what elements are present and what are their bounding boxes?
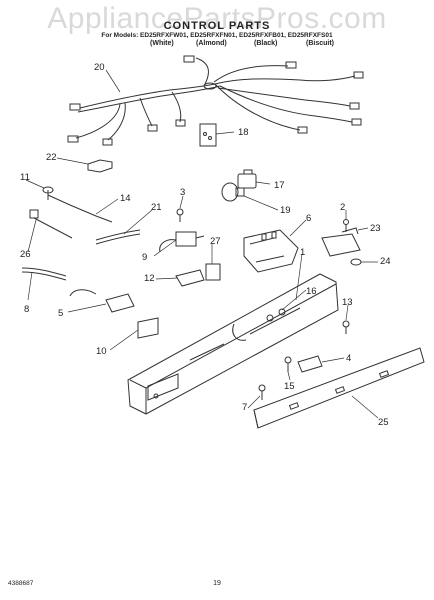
color-biscuit: (Biscuit): [306, 40, 334, 47]
screw-part-15: [284, 356, 292, 372]
control-part-9: [159, 231, 205, 253]
page-title: CONTROL PARTS: [163, 20, 271, 32]
callout-7: 7: [242, 402, 247, 413]
switch-part-24: [321, 233, 362, 266]
color-white: (White): [150, 40, 174, 47]
screw-part-3: [176, 208, 184, 222]
callout-16: 16: [306, 286, 317, 297]
tube-part-2: [95, 229, 141, 245]
screw-part-16: [266, 308, 286, 322]
callout-26: 26: [20, 249, 31, 260]
callout-22: 22: [46, 152, 57, 163]
thermostat-tube-part-14: [47, 194, 113, 223]
bracket-part-18: [199, 123, 217, 147]
callout-5: 5: [58, 308, 63, 319]
wire-harness-part-20: [67, 55, 364, 146]
callout-3: 3: [180, 187, 185, 198]
callout-11: 11: [20, 172, 30, 183]
socket-part-17: [237, 169, 257, 189]
control-box-part-6: [243, 229, 299, 273]
callout-13: 13: [342, 297, 353, 308]
insulation-part-10: [137, 317, 159, 339]
callout-17: 17: [274, 180, 285, 191]
callout-1: 1: [300, 247, 305, 258]
watermark: AppliancePartsPros.com: [47, 2, 387, 35]
control-panel-part-25: [253, 347, 425, 429]
tube-part-8: [21, 267, 67, 281]
color-black: (Black): [254, 40, 278, 47]
sensor-part-26: [29, 209, 73, 239]
callout-9: 9: [142, 252, 147, 263]
page-number: 19: [213, 580, 221, 587]
model-list: For Models: ED25RFXFW01, ED25RFXFN01, ED…: [101, 32, 333, 39]
fastener-part-23: [341, 227, 359, 235]
callout-4: 4: [346, 353, 351, 364]
color-variants: (White) (Almond) (Black) (Biscuit): [0, 40, 434, 50]
screw-part-7: [258, 384, 266, 400]
leader-lines: [25, 69, 379, 419]
callout-12: 12: [144, 273, 155, 284]
callout-6: 6: [306, 213, 311, 224]
bulb-part-19: [221, 182, 245, 202]
color-almond: (Almond): [196, 40, 227, 47]
callout-21: 2: [340, 202, 345, 213]
switch-part-5: [69, 289, 135, 313]
label-part-27: [205, 263, 221, 281]
screw-part-13: [342, 320, 350, 334]
screw-part-11: [42, 186, 54, 200]
callout-10: 10: [96, 346, 107, 357]
clip-part-22: [87, 159, 113, 173]
callout-27: 27: [210, 236, 221, 247]
callout-24: 24: [380, 256, 391, 267]
callout-19: 19: [280, 205, 291, 216]
switch-part-4: [297, 355, 323, 373]
callout-2: 21: [151, 202, 162, 213]
callout-14: 14: [120, 193, 131, 204]
callout-20: 20: [94, 62, 105, 73]
callout-25: 25: [378, 417, 389, 428]
document-number: 4388687: [8, 580, 34, 587]
callout-18: 18: [238, 127, 249, 138]
callout-15: 15: [284, 381, 295, 392]
callout-numbers: 20 18 22 17 11 3 14 19 6 21 2 23 26 9 27…: [20, 62, 391, 428]
switch-part-12: [175, 269, 205, 287]
callout-23: 23: [370, 223, 381, 234]
callout-8: 8: [24, 304, 29, 315]
